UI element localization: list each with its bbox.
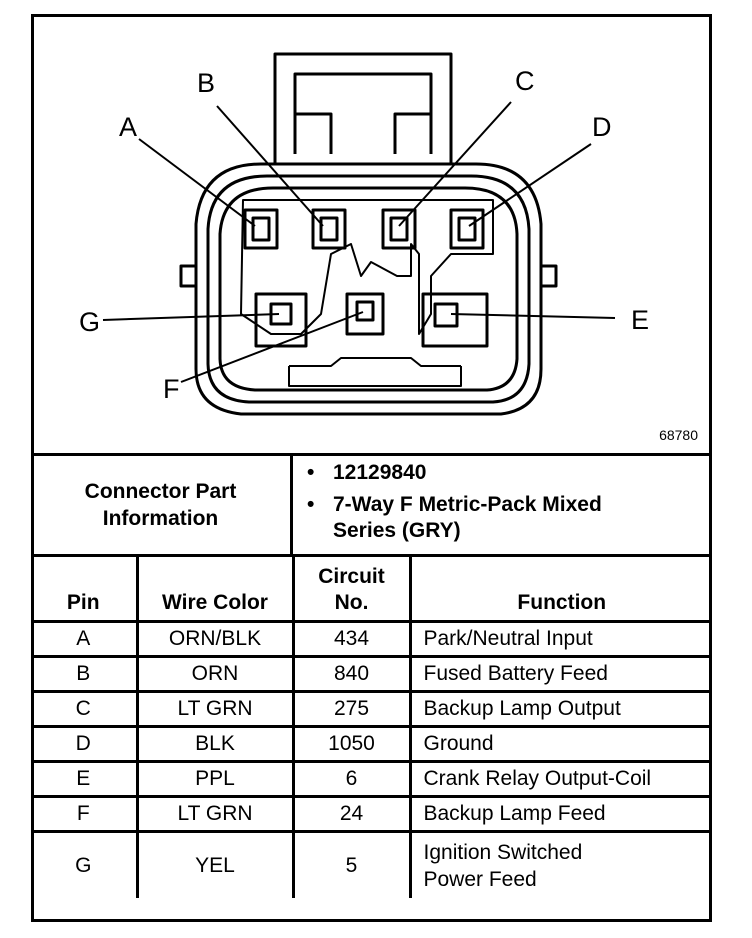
cell-pin: B bbox=[31, 655, 139, 693]
callout-a: A bbox=[119, 112, 138, 142]
cell-function: Ignition Switched Power Feed bbox=[408, 830, 712, 898]
connector-part-number: 12129840 bbox=[307, 460, 712, 486]
cell-wire-color: YEL bbox=[135, 830, 295, 898]
housing-outer bbox=[194, 162, 543, 416]
leader-g bbox=[102, 313, 280, 321]
callout-c: C bbox=[515, 66, 535, 96]
cell-circuit: 275 bbox=[291, 690, 412, 728]
pin-table: Pin Wire Color Circuit No. Function A OR… bbox=[31, 554, 712, 898]
housing-ring-1 bbox=[206, 174, 531, 404]
cell-wire-color: LT GRN bbox=[135, 690, 295, 728]
callout-e: E bbox=[631, 305, 650, 335]
cell-circuit: 1050 bbox=[291, 725, 412, 763]
callout-d: D bbox=[592, 112, 612, 142]
cell-circuit: 6 bbox=[291, 760, 412, 798]
leader-e bbox=[450, 313, 616, 319]
cell-wire-color: LT GRN bbox=[135, 795, 295, 833]
cell-function: Backup Lamp Output bbox=[408, 690, 712, 728]
table-row: E PPL 6 Crank Relay Output-Coil bbox=[31, 760, 712, 798]
connector-description: 7-Way F Metric-Pack Mixed Series (GRY) bbox=[307, 492, 712, 544]
connector-info-label-line1: Connector Part bbox=[84, 480, 237, 503]
cell-pin: C bbox=[31, 690, 139, 728]
figure-number: 68780 bbox=[659, 427, 698, 443]
leader-a bbox=[138, 138, 256, 227]
leader-c bbox=[398, 101, 512, 227]
cell-circuit: 434 bbox=[291, 620, 412, 658]
table-row: G YEL 5 Ignition Switched Power Feed bbox=[31, 830, 712, 898]
callout-b: B bbox=[197, 68, 216, 98]
cell-wire-color: ORN/BLK bbox=[135, 620, 295, 658]
header-pin: Pin bbox=[31, 554, 139, 623]
cell-function: Backup Lamp Feed bbox=[408, 795, 712, 833]
table-row: A ORN/BLK 434 Park/Neutral Input bbox=[31, 620, 712, 658]
connector-info-label-line2: Information bbox=[102, 507, 219, 530]
cell-function: Park/Neutral Input bbox=[408, 620, 712, 658]
connector-info-details: 12129840 7-Way F Metric-Pack Mixed Serie… bbox=[293, 460, 712, 550]
table-row: D BLK 1050 Ground bbox=[31, 725, 712, 763]
cell-pin: G bbox=[31, 830, 139, 898]
leader-b bbox=[216, 105, 324, 227]
terminal-c bbox=[381, 208, 417, 250]
lock-tab-outer bbox=[273, 52, 453, 164]
leader-f bbox=[180, 311, 364, 383]
table-row: B ORN 840 Fused Battery Feed bbox=[31, 655, 712, 693]
cell-wire-color: BLK bbox=[135, 725, 295, 763]
cell-pin: F bbox=[31, 795, 139, 833]
terminal-b bbox=[311, 208, 347, 250]
header-circuit: Circuit No. bbox=[291, 554, 412, 623]
header-function: Function bbox=[408, 554, 712, 623]
cell-function: Ground bbox=[408, 725, 712, 763]
connector-diagram: A B C D E F G 68780 bbox=[31, 14, 712, 454]
cell-pin: E bbox=[31, 760, 139, 798]
terminal-d bbox=[449, 208, 485, 250]
leader-d bbox=[468, 143, 592, 227]
cell-circuit: 24 bbox=[291, 795, 412, 833]
terminal-e bbox=[421, 292, 489, 348]
terminal-g bbox=[254, 292, 308, 348]
housing-ring-2 bbox=[218, 186, 519, 392]
cell-pin: A bbox=[31, 620, 139, 658]
terminal-f bbox=[345, 292, 385, 336]
cell-wire-color: PPL bbox=[135, 760, 295, 798]
header-wire-color: Wire Color bbox=[135, 554, 295, 623]
cell-wire-color: ORN bbox=[135, 655, 295, 693]
callout-f: F bbox=[163, 374, 180, 404]
connector-drawing bbox=[102, 52, 616, 416]
cell-circuit: 5 bbox=[291, 830, 412, 898]
terminal-a bbox=[243, 208, 279, 250]
cell-function: Fused Battery Feed bbox=[408, 655, 712, 693]
cell-circuit: 840 bbox=[291, 655, 412, 693]
table-row: F LT GRN 24 Backup Lamp Feed bbox=[31, 795, 712, 833]
connector-info: Connector Part Information 12129840 7-Wa… bbox=[31, 453, 712, 554]
cell-pin: D bbox=[31, 725, 139, 763]
cell-function: Crank Relay Output-Coil bbox=[408, 760, 712, 798]
pin-table-header: Pin Wire Color Circuit No. Function bbox=[31, 554, 712, 623]
connector-info-label: Connector Part Information bbox=[31, 456, 293, 554]
callout-g: G bbox=[79, 307, 101, 337]
table-row: C LT GRN 275 Backup Lamp Output bbox=[31, 690, 712, 728]
